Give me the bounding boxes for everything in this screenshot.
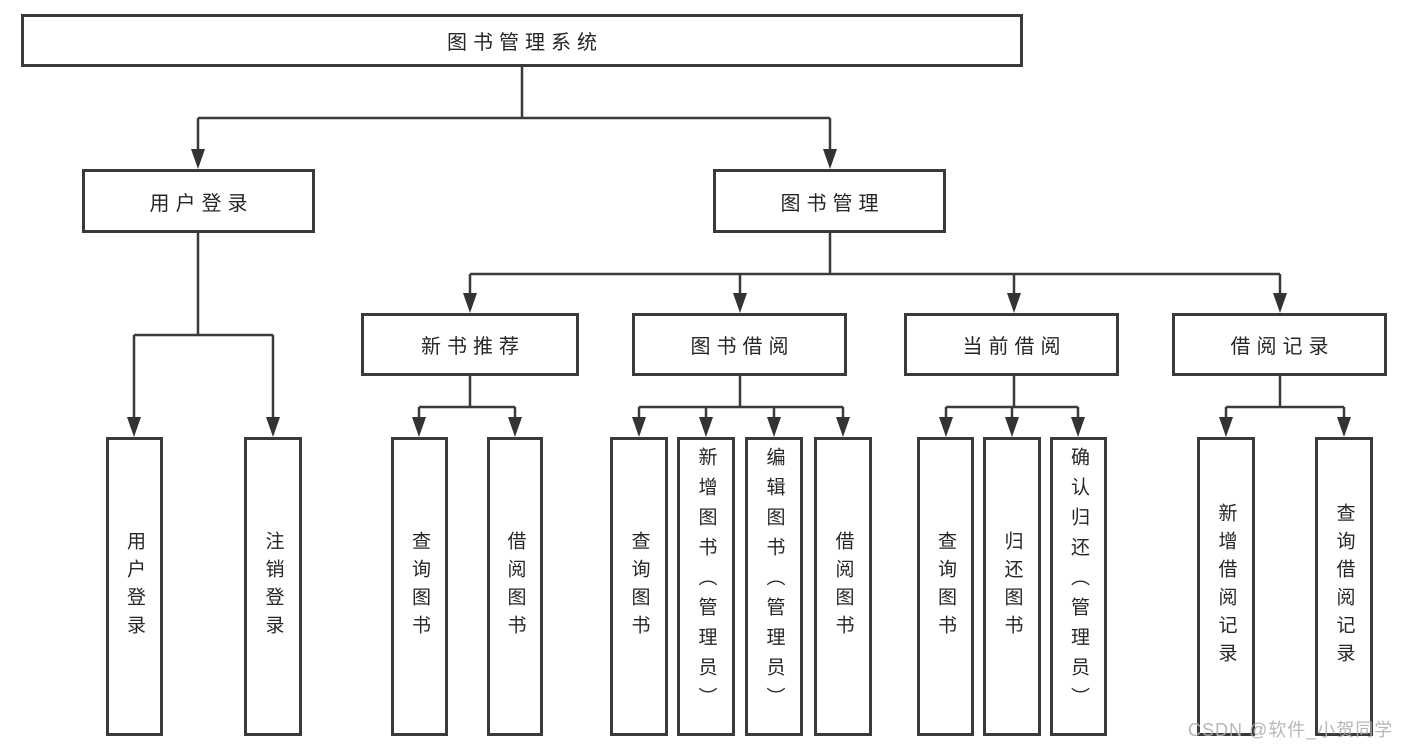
leaf-logout: 注销登录 bbox=[244, 437, 302, 736]
node-book-management-branch: 图书管理 bbox=[713, 169, 946, 233]
node-label: 当前借阅 bbox=[962, 336, 1067, 358]
leaf-label: 新增借阅记录 bbox=[1215, 502, 1237, 671]
csdn-watermark: CSDN @软件_小贺同学 bbox=[1188, 720, 1394, 740]
node-label: 图书管理系统 bbox=[447, 32, 603, 54]
leaf-label: 查询借阅记录 bbox=[1333, 502, 1355, 671]
node-book-borrowing: 图书借阅 bbox=[632, 313, 847, 376]
leaf-edit-books-admin: 编辑图书（管理员） bbox=[745, 437, 803, 736]
leaf-borrow-books: 借阅图书 bbox=[487, 437, 543, 736]
node-label: 新书推荐 bbox=[421, 336, 525, 358]
node-current-borrowing: 当前借阅 bbox=[904, 313, 1119, 376]
node-label: 图书管理 bbox=[780, 192, 885, 215]
leaf-confirm-return-admin: 确认归还（管理员） bbox=[1050, 437, 1107, 736]
leaf-label: 编辑图书（管理员） bbox=[763, 447, 785, 717]
leaf-label: 归还图书 bbox=[1001, 530, 1023, 643]
leaf-label: 查询图书 bbox=[409, 530, 430, 643]
leaf-query-borrow-record: 查询借阅记录 bbox=[1315, 437, 1373, 736]
leaf-label: 注销登录 bbox=[262, 530, 284, 643]
leaf-return-books: 归还图书 bbox=[983, 437, 1041, 736]
node-new-book-recommendation: 新书推荐 bbox=[361, 313, 579, 376]
leaf-add-borrow-record: 新增借阅记录 bbox=[1197, 437, 1255, 736]
leaf-label: 查询图书 bbox=[935, 530, 956, 643]
leaf-borrow-books: 借阅图书 bbox=[814, 437, 872, 736]
leaf-label: 借阅图书 bbox=[504, 530, 526, 643]
leaf-query-books: 查询图书 bbox=[917, 437, 974, 736]
leaf-label: 借阅图书 bbox=[832, 530, 854, 643]
leaf-label: 用户登录 bbox=[124, 530, 145, 643]
leaf-label: 确认归还（管理员） bbox=[1068, 447, 1089, 717]
node-label: 图书借阅 bbox=[690, 336, 795, 358]
node-library-management-system: 图书管理系统 bbox=[21, 14, 1023, 67]
node-label: 用户登录 bbox=[149, 192, 254, 215]
leaf-label: 新增图书（管理员） bbox=[695, 447, 717, 717]
arrowhead-icons bbox=[127, 149, 1351, 437]
leaf-add-books-admin: 新增图书（管理员） bbox=[677, 437, 735, 736]
leaf-query-books: 查询图书 bbox=[391, 437, 448, 736]
leaf-user-login: 用户登录 bbox=[106, 437, 163, 736]
node-borrowing-records: 借阅记录 bbox=[1172, 313, 1387, 376]
leaf-query-books: 查询图书 bbox=[610, 437, 668, 736]
node-label: 借阅记录 bbox=[1230, 336, 1335, 358]
node-user-login-branch: 用户登录 bbox=[82, 169, 315, 233]
leaf-label: 查询图书 bbox=[628, 530, 650, 643]
